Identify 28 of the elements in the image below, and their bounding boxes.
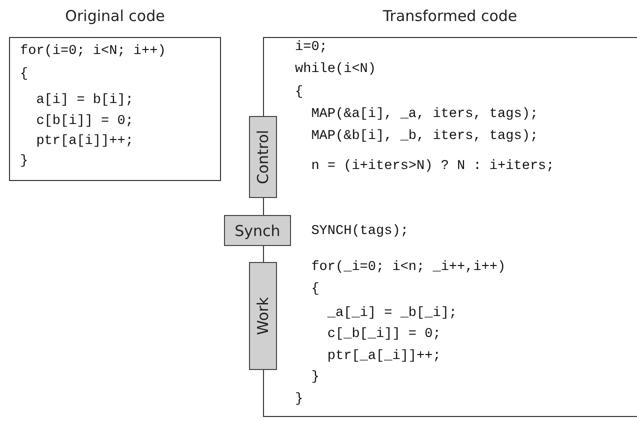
- code-line: n = (i+iters>N) ? N : i+iters;: [310, 159, 554, 175]
- code-line: {: [310, 282, 320, 298]
- code-line: for(i=0; i<N; i++): [20, 44, 166, 60]
- code-line: _a[_i] = _b[_i];: [326, 306, 458, 322]
- code-line: ptr[_a[_i]]++;: [326, 349, 441, 365]
- code-line: {: [20, 67, 28, 83]
- phase-box: [224, 215, 291, 246]
- heading: Original code: [65, 7, 165, 25]
- code-line: {: [295, 85, 304, 101]
- phase-label: Synch: [234, 222, 280, 240]
- phase-box: [249, 116, 277, 198]
- phase-label: Work: [254, 297, 272, 335]
- code-line: a[i] = b[i];: [35, 93, 134, 109]
- heading: Transformed code: [382, 7, 518, 25]
- phase-box: [249, 262, 277, 370]
- code-line: }: [310, 370, 320, 386]
- code-line: i=0;: [295, 40, 328, 56]
- code-line: MAP(&a[i], _a, iters, tags);: [310, 107, 538, 123]
- code-line: ptr[a[i]]++;: [35, 134, 134, 150]
- code-line: }: [295, 392, 304, 408]
- code-line: SYNCH(tags);: [310, 224, 408, 240]
- code-line: for(_i=0; i<n; _i++,i++): [310, 260, 506, 276]
- code-line: }: [20, 154, 28, 170]
- code-line: MAP(&b[i], _b, iters, tags);: [310, 129, 538, 145]
- phase-label: Control: [254, 130, 272, 184]
- code-line: while(i<N): [295, 62, 376, 78]
- code-line: c[_b[_i]] = 0;: [326, 327, 441, 343]
- code-line: c[b[i]] = 0;: [35, 114, 134, 130]
